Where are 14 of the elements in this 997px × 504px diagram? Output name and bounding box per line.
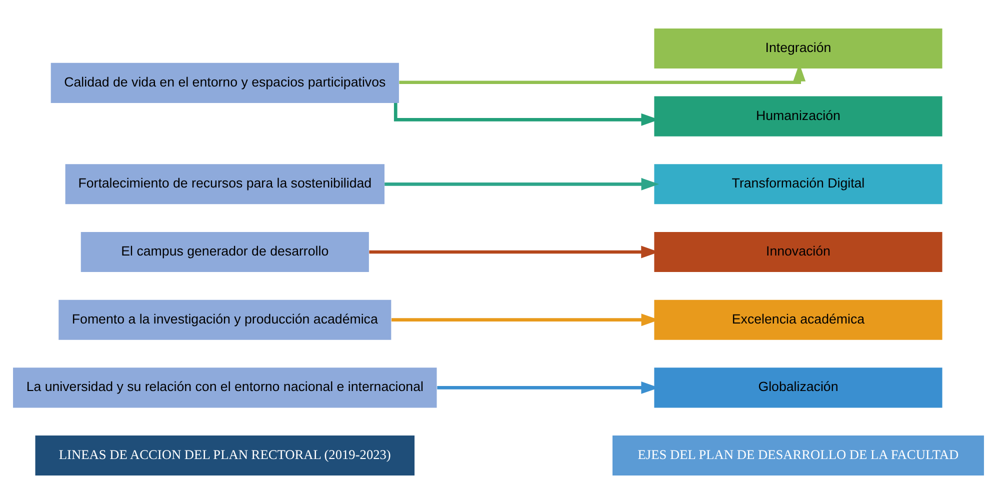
- arrow: [384, 178, 660, 190]
- node-box: Fortalecimiento de recursos para la sostenibilidad: [65, 164, 384, 204]
- node-box: EJES DEL PLAN DE DESARROLLO DE LA FACULTAD: [612, 436, 984, 476]
- node-box: Innovación: [654, 232, 942, 272]
- node-box: El campus generador de desarrollo: [80, 232, 369, 272]
- node-box: Fomento a la investigación y producción académica: [58, 300, 392, 340]
- node-box: Calidad de vida en el entorno y espacios participativos: [50, 62, 399, 103]
- node-box: Excelencia académica: [654, 300, 942, 340]
- node-box: Globalización: [654, 368, 942, 408]
- node-box: Transformación Digital: [654, 164, 942, 204]
- node-box: LINEAS DE ACCION DEL PLAN RECTORAL (2019-2023): [35, 436, 415, 476]
- node-box: Humanización: [654, 96, 942, 136]
- node-box: Integración: [654, 28, 942, 68]
- node-box: La universidad y su relación con el entorno nacional e internacional: [13, 368, 437, 408]
